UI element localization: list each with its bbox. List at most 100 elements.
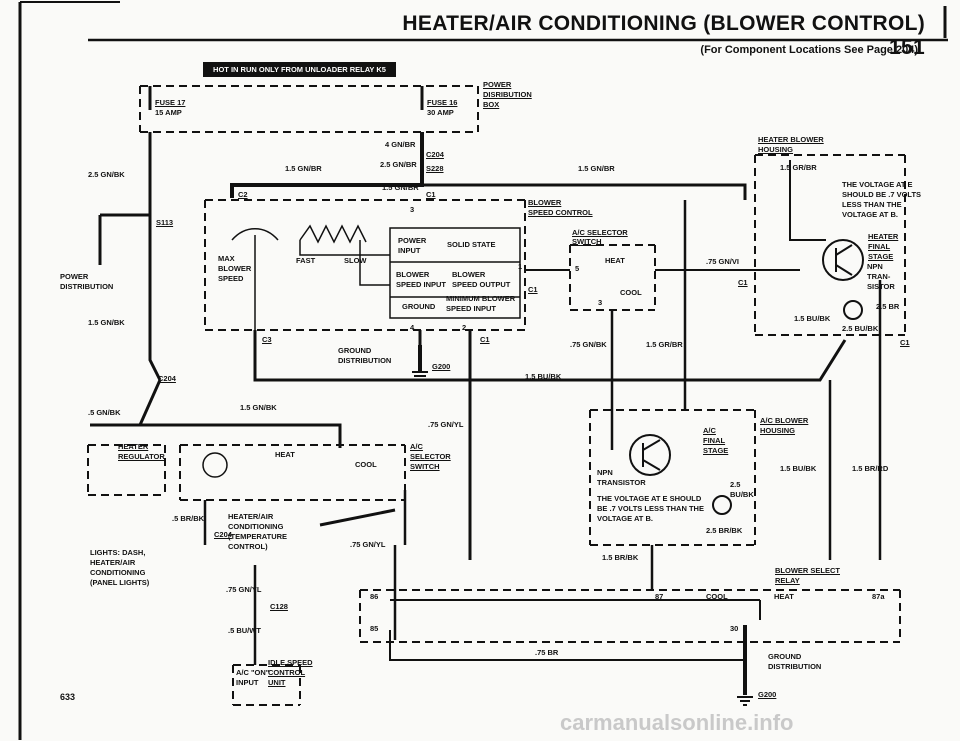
blower-speed-input-2: SPEED INPUT — [396, 280, 447, 289]
page-subtitle: (For Component Locations See Page 204) — [700, 44, 918, 56]
ground-label-box: GROUND — [402, 302, 436, 311]
ac-selector-bottom-heat: HEAT — [275, 450, 295, 459]
ground-distribution-2: DISTRIBUTION — [338, 356, 392, 365]
ac-selector-top-cool: COOL — [620, 288, 642, 297]
pin-3-top: 3 — [598, 298, 603, 307]
ground-g200-bottom: G200 — [758, 690, 777, 699]
blower-select-relay-outline — [359, 589, 901, 643]
power-distribution-box-outline — [139, 85, 479, 133]
wire-1-5-gnbk: 1.5 GN/BK — [88, 318, 125, 327]
ac-final-stage-3: STAGE — [703, 446, 729, 455]
climate-control-4: CONTROL) — [228, 542, 268, 551]
connector-c1-top: C1 — [426, 190, 436, 199]
power-distribution-1: POWER — [60, 272, 89, 281]
power-distribution-2: DISTRIBUTION — [60, 282, 114, 291]
wire-1-5-gnbk-2: 1.5 GN/BK — [240, 403, 277, 412]
ac-selector-top-heat: HEAT — [605, 256, 625, 265]
slow-label: SLOW — [344, 256, 367, 265]
wire-1-5-gnbr-right: 1.5 GN/BR — [578, 164, 615, 173]
heater-npn-1: NPN — [867, 262, 883, 271]
lights-label-3: CONDITIONING — [90, 568, 146, 577]
lights-label-4: (PANEL LIGHTS) — [90, 578, 150, 587]
wire-0-75-gnbk: .75 GN/BK — [570, 340, 607, 349]
ac-note-1: THE VOLTAGE AT E SHOULD — [597, 494, 702, 503]
blower-speed-output-1: BLOWER — [452, 270, 486, 279]
watermark: carmanualsonline.info — [560, 710, 794, 735]
ac-blower-housing-outline — [589, 409, 756, 546]
wire-1-5-brbk: 1.5 BR/BK — [602, 553, 639, 562]
ac-npn-1: NPN — [597, 468, 613, 477]
connector-c204-left: C204 — [158, 374, 176, 383]
pin-4: 4 — [410, 323, 415, 332]
solid-state-label: SOLID STATE — [447, 240, 496, 249]
power-dist-box-title-2: DISRIBUTION — [483, 90, 532, 99]
ac-note-3: VOLTAGE AT B. — [597, 514, 653, 523]
hot-in-run-banner: HOT IN RUN ONLY FROM UNLOADER RELAY K5 — [203, 62, 396, 77]
wire-0-5-buwt: .5 BU/WT — [228, 626, 261, 635]
ac-selector-bottom-3: SWITCH — [410, 462, 440, 471]
blower-speed-input-1: BLOWER — [396, 270, 430, 279]
blower-speed-control-outline — [204, 199, 526, 331]
idle-ac-on: A/C "ON" — [236, 668, 270, 677]
pin-30: 30 — [730, 624, 739, 633]
pin-5-top: 5 — [575, 264, 580, 273]
ac-final-stage-1: A/C — [703, 426, 716, 435]
connector-c128: C128 — [270, 602, 288, 611]
ground-distribution-1: GROUND — [338, 346, 372, 355]
heater-npn-3: SISTOR — [867, 282, 895, 291]
heater-wire-bubk-2: 2.5 BU/BK — [842, 324, 879, 333]
connector-c1-mid: C1 — [480, 335, 490, 344]
pin-2: 2 — [462, 323, 467, 332]
heater-note-3: LESS THAN THE — [842, 200, 902, 209]
ground-dist-bottom-1: GROUND — [768, 652, 802, 661]
relay-title-1: BLOWER SELECT — [775, 566, 840, 575]
ground-g200-mid: G200 — [432, 362, 451, 371]
heater-blower-title-1: HEATER BLOWER — [758, 135, 824, 144]
heater-regulator-1: HEATER — [118, 442, 149, 451]
splice-s228: S228 — [426, 164, 444, 173]
ac-selector-switch-bottom-outline — [179, 444, 406, 501]
lights-label-1: LIGHTS: DASH, — [90, 548, 146, 557]
ac-blower-title-1: A/C BLOWER — [760, 416, 809, 425]
connector-c3: C3 — [262, 335, 272, 344]
wire-0-75-gnyl-top: .75 GN/YL — [428, 420, 464, 429]
fast-label: FAST — [296, 256, 316, 265]
power-input-1: POWER — [398, 236, 427, 245]
pin-85: 85 — [370, 624, 379, 633]
power-dist-box-title-3: BOX — [483, 100, 500, 109]
blower-speed-control-title-1: BLOWER — [528, 198, 562, 207]
ac-wire-25: 2.5 — [730, 480, 741, 489]
ac-selector-top-title-1: A/C SELECTOR — [572, 228, 628, 237]
ground-dist-bottom-2: DISTRIBUTION — [768, 662, 822, 671]
idle-speed-2: CONTROL — [268, 668, 306, 677]
connector-c2: C2 — [238, 190, 248, 199]
pin-3: 3 — [410, 205, 415, 214]
page-title: HEATER/AIR CONDITIONING (BLOWER CONTROL)… — [402, 12, 925, 59]
idle-input: INPUT — [236, 678, 259, 687]
wire-4-gnbr: 4 GN/BR — [385, 140, 416, 149]
wire-0-5-brbk: .5 BR/BK — [172, 514, 205, 523]
ac-npn-2: TRANSISTOR — [597, 478, 646, 487]
heater-wire-bubk: 1.5 BU/BK — [794, 314, 831, 323]
max-blower-speed-1: MAX — [218, 254, 235, 263]
ac-final-stage-2: FINAL — [703, 436, 726, 445]
relay-title-2: RELAY — [775, 576, 800, 585]
climate-control-3: (TEMPERATURE — [228, 532, 288, 541]
wire-1-5-gnbr-mid: 1.5 GN/BR — [382, 183, 419, 192]
connector-c204-bottom: C204 — [214, 530, 232, 539]
relay-cool: COOL — [706, 592, 728, 601]
ac-blower-title-2: HOUSING — [760, 426, 796, 435]
heater-final-stage-2: FINAL — [868, 242, 891, 251]
idle-speed-control-outline — [232, 664, 301, 706]
wire-1-5-bubk-right: 1.5 BU/BK — [780, 464, 817, 473]
wire-1-5-brrd: 1.5 BR/RD — [852, 464, 889, 473]
heater-wire-br: 2.5 BR — [876, 302, 900, 311]
fuse-17-amp: 15 AMP — [155, 108, 182, 117]
wire-2-5-gnbk: 2.5 GN/BK — [88, 170, 125, 179]
ac-selector-switch-top-outline — [569, 244, 656, 311]
lights-label-2: HEATER/AIR — [90, 558, 136, 567]
heater-regulator-2: REGULATOR — [118, 452, 165, 461]
idle-speed-3: UNIT — [268, 678, 286, 687]
